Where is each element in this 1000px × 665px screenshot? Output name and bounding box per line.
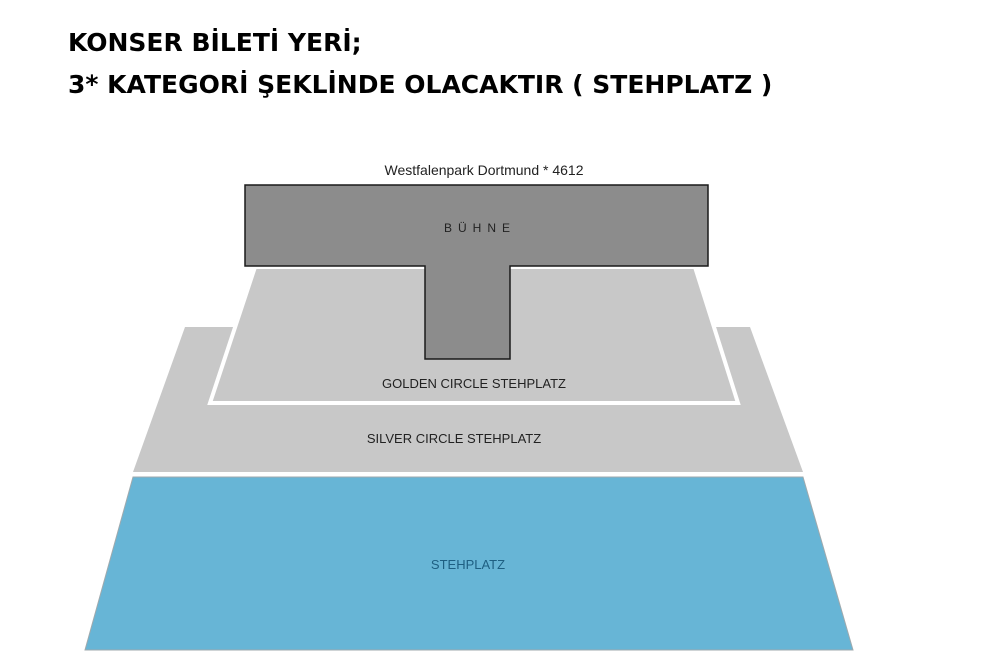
- stage-buhne: [244, 184, 709, 360]
- venue-title: Westfalenpark Dortmund * 4612: [385, 162, 584, 178]
- stehplatz-zone: [84, 476, 854, 651]
- heading-line-2: 3* KATEGORİ ŞEKLİNDE OLACAKTIR ( STEHPLA…: [68, 70, 773, 99]
- heading-line-1: KONSER BİLETİ YERİ;: [68, 28, 362, 57]
- silver-circle-label: SILVER CIRCLE STEHPLATZ: [367, 431, 541, 446]
- stehplatz-label: STEHPLATZ: [431, 557, 505, 572]
- golden-circle-label: GOLDEN CIRCLE STEHPLATZ: [382, 376, 566, 391]
- page-heading: KONSER BİLETİ YERİ; 3* KATEGORİ ŞEKLİNDE…: [68, 22, 968, 106]
- stage-label: BÜHNE: [444, 221, 516, 235]
